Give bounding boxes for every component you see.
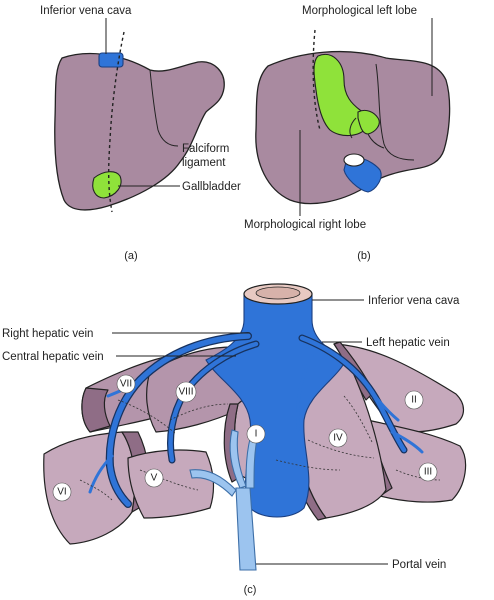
label-left-hepatic-vein: Left hepatic vein [366, 337, 450, 349]
segment-badge-ii [404, 390, 424, 410]
portal-vein-tree [189, 429, 259, 571]
segment-vii-side [81, 387, 111, 433]
segment-labels: I II III IV V VI VII VIII [52, 374, 438, 502]
segment-label-vi: VI [57, 487, 66, 498]
vein-branch-vi [88, 454, 114, 494]
bile-duct-b [357, 109, 380, 135]
label-falciform-line2: ligament [182, 157, 226, 169]
label-right-hepatic-vein: Right hepatic vein [2, 328, 93, 340]
label-right-lobe: Morphological right lobe [244, 219, 366, 231]
label-inferior-vena-cava-a: Inferior vena cava [40, 5, 132, 17]
liver-anterior-view [54, 52, 225, 211]
hepatic-vein-network [88, 332, 424, 508]
internal-dashed-vessels [79, 395, 441, 501]
segment-label-iv: IV [333, 433, 343, 444]
segment-badge-i [246, 424, 266, 444]
ligament-b [349, 117, 385, 149]
segment-label-i: I [255, 429, 258, 440]
panel-b: Morphological left lobe Morphological ri… [244, 5, 451, 262]
label-falciform-line1: Falciform [182, 143, 229, 155]
ivc-top-inner [255, 286, 301, 300]
segment-badge-iv [328, 428, 348, 448]
caption-c: (c) [244, 584, 257, 596]
liver-lobe-line [149, 69, 179, 147]
segment-label-viii: VIII [178, 387, 193, 398]
segment-label-iii: III [424, 467, 432, 478]
segment-badge-iii [418, 462, 438, 482]
portal-vein-trunk [235, 487, 257, 571]
label-inferior-vena-cava-c: Inferior vena cava [368, 295, 460, 307]
panel-c: I II III IV V VI VII VIII Inferior vena … [2, 283, 467, 596]
portal-vein-small-branch [229, 429, 247, 489]
right-hepatic-vein-fill [107, 333, 251, 507]
caption-b: (b) [357, 250, 370, 262]
label-central-hepatic-vein: Central hepatic vein [2, 351, 104, 363]
segment-label-vii: VII [120, 379, 132, 390]
portal-vein-right-branch [189, 469, 237, 497]
ivc-b-opening [343, 153, 365, 167]
cantlie-line-b [312, 29, 321, 131]
caption-a: (a) [124, 250, 137, 262]
vein-branch-ii [360, 376, 400, 422]
segment-badge-v [144, 468, 164, 488]
label-gallbladder: Gallbladder [182, 181, 241, 193]
label-left-lobe: Morphological left lobe [302, 5, 417, 17]
panel-a: Inferior vena cava Falciform ligament Ga… [40, 5, 241, 262]
liver-b-fissure [375, 63, 415, 161]
vein-branch-iii [390, 430, 424, 454]
inferior-vena-cava-a [98, 52, 124, 68]
cantlie-line-a [107, 31, 125, 213]
segment-v-lobe [127, 449, 215, 519]
segment-badge-vi [52, 482, 72, 502]
vein-branch-iv [296, 354, 314, 432]
segment-ii-lobe [333, 343, 465, 433]
segment-badge-vii [116, 374, 136, 394]
segment-badge-viii [175, 381, 197, 403]
segment-label-v: V [151, 473, 158, 484]
label-portal-vein: Portal vein [392, 559, 446, 571]
segment-label-ii: II [411, 395, 417, 406]
